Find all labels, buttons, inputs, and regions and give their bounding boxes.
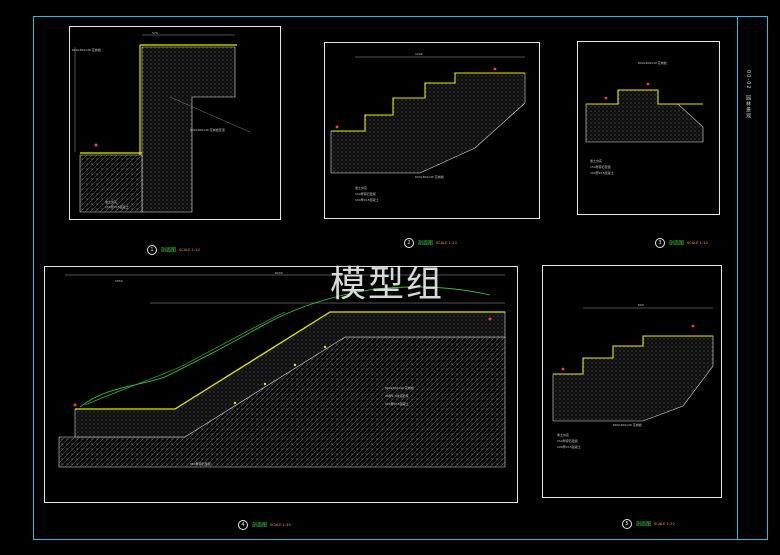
detail-number: 1 — [147, 245, 157, 255]
svg-text:素土夯实: 素土夯实 — [557, 432, 569, 437]
detail-scale: SCALE 1:30 — [270, 523, 291, 527]
svg-text:1650: 1650 — [115, 279, 123, 283]
svg-text:150厚碎石垫层: 150厚碎石垫层 — [190, 461, 211, 466]
detail-viewport-5[interactable]: 600 素土夯实 150厚碎石垫层 100厚C15混凝土 600x300x30 … — [542, 265, 722, 498]
svg-text:100厚C15混凝土: 100厚C15混凝土 — [590, 170, 614, 175]
detail-number: 2 — [404, 238, 414, 248]
svg-text:6200: 6200 — [275, 271, 283, 275]
detail-drawing-4: 6200 1650 600x300x30 花岗岩 30厚1:3水泥砂浆 100厚… — [58, 271, 506, 468]
svg-text:600x300x30 花岗岩压顶: 600x300x30 花岗岩压顶 — [190, 127, 225, 132]
detail-number: 4 — [238, 520, 248, 530]
svg-text:150厚碎石垫层: 150厚碎石垫层 — [590, 164, 611, 169]
detail-number: 5 — [622, 519, 632, 529]
svg-text:600: 600 — [638, 303, 644, 307]
detail-viewport-3[interactable]: 600x300x30 花岗岩 素土夯实 150厚碎石垫层 100厚C15混凝土 — [577, 41, 720, 215]
detail-title: 剖面图 — [636, 521, 652, 528]
svg-text:1200: 1200 — [415, 52, 423, 56]
svg-text:30厚1:3水泥砂浆: 30厚1:3水泥砂浆 — [385, 393, 409, 398]
svg-text:570: 570 — [152, 31, 158, 35]
detail-drawing-3: 600x300x30 花岗岩 素土夯实 150厚碎石垫层 100厚C15混凝土 — [585, 60, 704, 175]
svg-text:600x300x30 花岗岩: 600x300x30 花岗岩 — [415, 174, 444, 179]
svg-text:600x300x30 花岗岩: 600x300x30 花岗岩 — [385, 385, 414, 390]
detail-title: 剖面图 — [161, 247, 177, 254]
svg-text:素土夯实: 素土夯实 — [355, 185, 367, 190]
detail-drawing-1: 570 600x300x30 花岗岩 600x300x30 花岗岩压顶 素土夯实… — [72, 31, 251, 213]
svg-text:150厚C15混凝土: 150厚C15混凝土 — [105, 204, 129, 209]
detail-scale: SCALE 1:10 — [687, 241, 708, 245]
detail-drawing-2: 1200 素土夯实 150厚碎石垫层 100厚C15混凝土 600x300x30… — [330, 52, 526, 202]
detail-scale: SCALE 1:10 — [436, 241, 457, 245]
svg-text:100厚C15混凝土: 100厚C15混凝土 — [355, 197, 379, 202]
sheet-border — [33, 16, 768, 540]
detail-title: 剖面图 — [252, 522, 268, 529]
detail-viewport-2[interactable]: 1200 素土夯实 150厚碎石垫层 100厚C15混凝土 600x300x30… — [324, 42, 540, 219]
detail-drawing-5: 600 素土夯实 150厚碎石垫层 100厚C15混凝土 600x300x30 … — [552, 303, 714, 449]
detail-title: 剖面图 — [669, 240, 685, 247]
svg-text:600x300x30 花岗岩: 600x300x30 花岗岩 — [613, 422, 642, 427]
svg-text:150厚碎石垫层: 150厚碎石垫层 — [557, 438, 578, 443]
detail-title: 剖面图 — [418, 240, 434, 247]
svg-text:600x300x30 花岗岩: 600x300x30 花岗岩 — [638, 60, 667, 65]
svg-text:100厚C15混凝土: 100厚C15混凝土 — [385, 401, 409, 406]
svg-text:100厚C15混凝土: 100厚C15混凝土 — [557, 444, 581, 449]
watermark-text: 模型组 — [330, 264, 445, 305]
detail-viewport-4[interactable]: 6200 1650 600x300x30 花岗岩 30厚1:3水泥砂浆 100厚… — [44, 266, 518, 503]
svg-text:150厚碎石垫层: 150厚碎石垫层 — [355, 191, 376, 196]
detail-number: 3 — [655, 238, 665, 248]
detail-scale: SCALE 1:20 — [654, 522, 675, 526]
detail-scale: SCALE 1:10 — [179, 248, 200, 252]
svg-text:素土夯实: 素土夯实 — [105, 199, 117, 204]
svg-text:素土夯实: 素土夯实 — [590, 158, 602, 163]
detail-viewport-1[interactable]: 570 600x300x30 花岗岩 600x300x30 花岗岩压顶 素土夯实… — [69, 26, 281, 220]
title-block-code: 00-02 — [745, 70, 751, 90]
svg-text:600x300x30 花岗岩: 600x300x30 花岗岩 — [72, 47, 101, 52]
title-block-name: 园林景观 — [745, 95, 751, 119]
title-block — [737, 16, 768, 540]
